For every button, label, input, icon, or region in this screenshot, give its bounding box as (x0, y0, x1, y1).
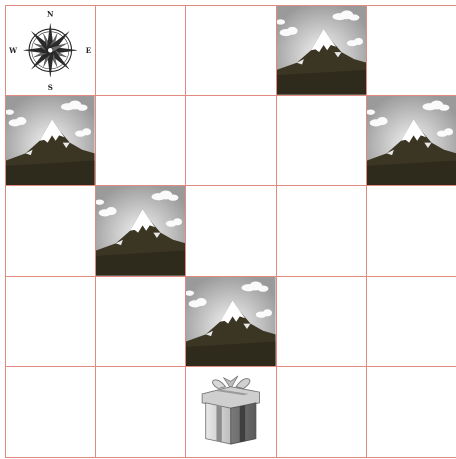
mountain-icon (186, 277, 276, 367)
grid-cell-r4-c4[interactable] (367, 367, 456, 458)
grid-cell-r2-c0[interactable] (5, 186, 96, 277)
grid-cell-r1-c4[interactable] (367, 96, 456, 187)
mountain-icon (96, 186, 186, 276)
grid-cell-r1-c2[interactable] (186, 96, 277, 187)
grid-cell-r1-c1[interactable] (96, 96, 187, 187)
grid-cell-r0-c3[interactable] (277, 5, 368, 96)
grid-cell-r3-c1[interactable] (96, 277, 187, 368)
game-board: N S E W (5, 5, 456, 458)
grid-cell-r0-c0[interactable]: N S E W (5, 5, 96, 96)
grid-cell-r3-c3[interactable] (277, 277, 368, 368)
mountain-icon (367, 96, 456, 186)
compass-south-label: S (48, 83, 53, 92)
grid-cell-r3-c4[interactable] (367, 277, 456, 368)
grid-cell-r3-c2[interactable] (186, 277, 277, 368)
grid-cell-r0-c1[interactable] (96, 5, 187, 96)
compass-west-label: W (8, 46, 18, 55)
grid-cell-r2-c3[interactable] (277, 186, 368, 277)
compass-icon: N S E W (6, 6, 95, 95)
gift-icon (186, 367, 276, 457)
grid-cell-r0-c2[interactable] (186, 5, 277, 96)
grid-cell-r3-c0[interactable] (5, 277, 96, 368)
mountain-icon (6, 96, 95, 186)
compass-north-label: N (47, 10, 54, 19)
grid-cell-r0-c4[interactable] (367, 5, 456, 96)
grid-cell-r4-c3[interactable] (277, 367, 368, 458)
grid-cell-r4-c2[interactable] (186, 367, 277, 458)
grid-cell-r1-c3[interactable] (277, 96, 368, 187)
compass-east-label: E (86, 46, 92, 55)
grid-cell-r2-c2[interactable] (186, 186, 277, 277)
grid-cell-r4-c0[interactable] (5, 367, 96, 458)
grid-cell-r2-c4[interactable] (367, 186, 456, 277)
grid-cell-r2-c1[interactable] (96, 186, 187, 277)
grid-cell-r1-c0[interactable] (5, 96, 96, 187)
mountain-icon (277, 6, 367, 95)
grid-cell-r4-c1[interactable] (96, 367, 187, 458)
